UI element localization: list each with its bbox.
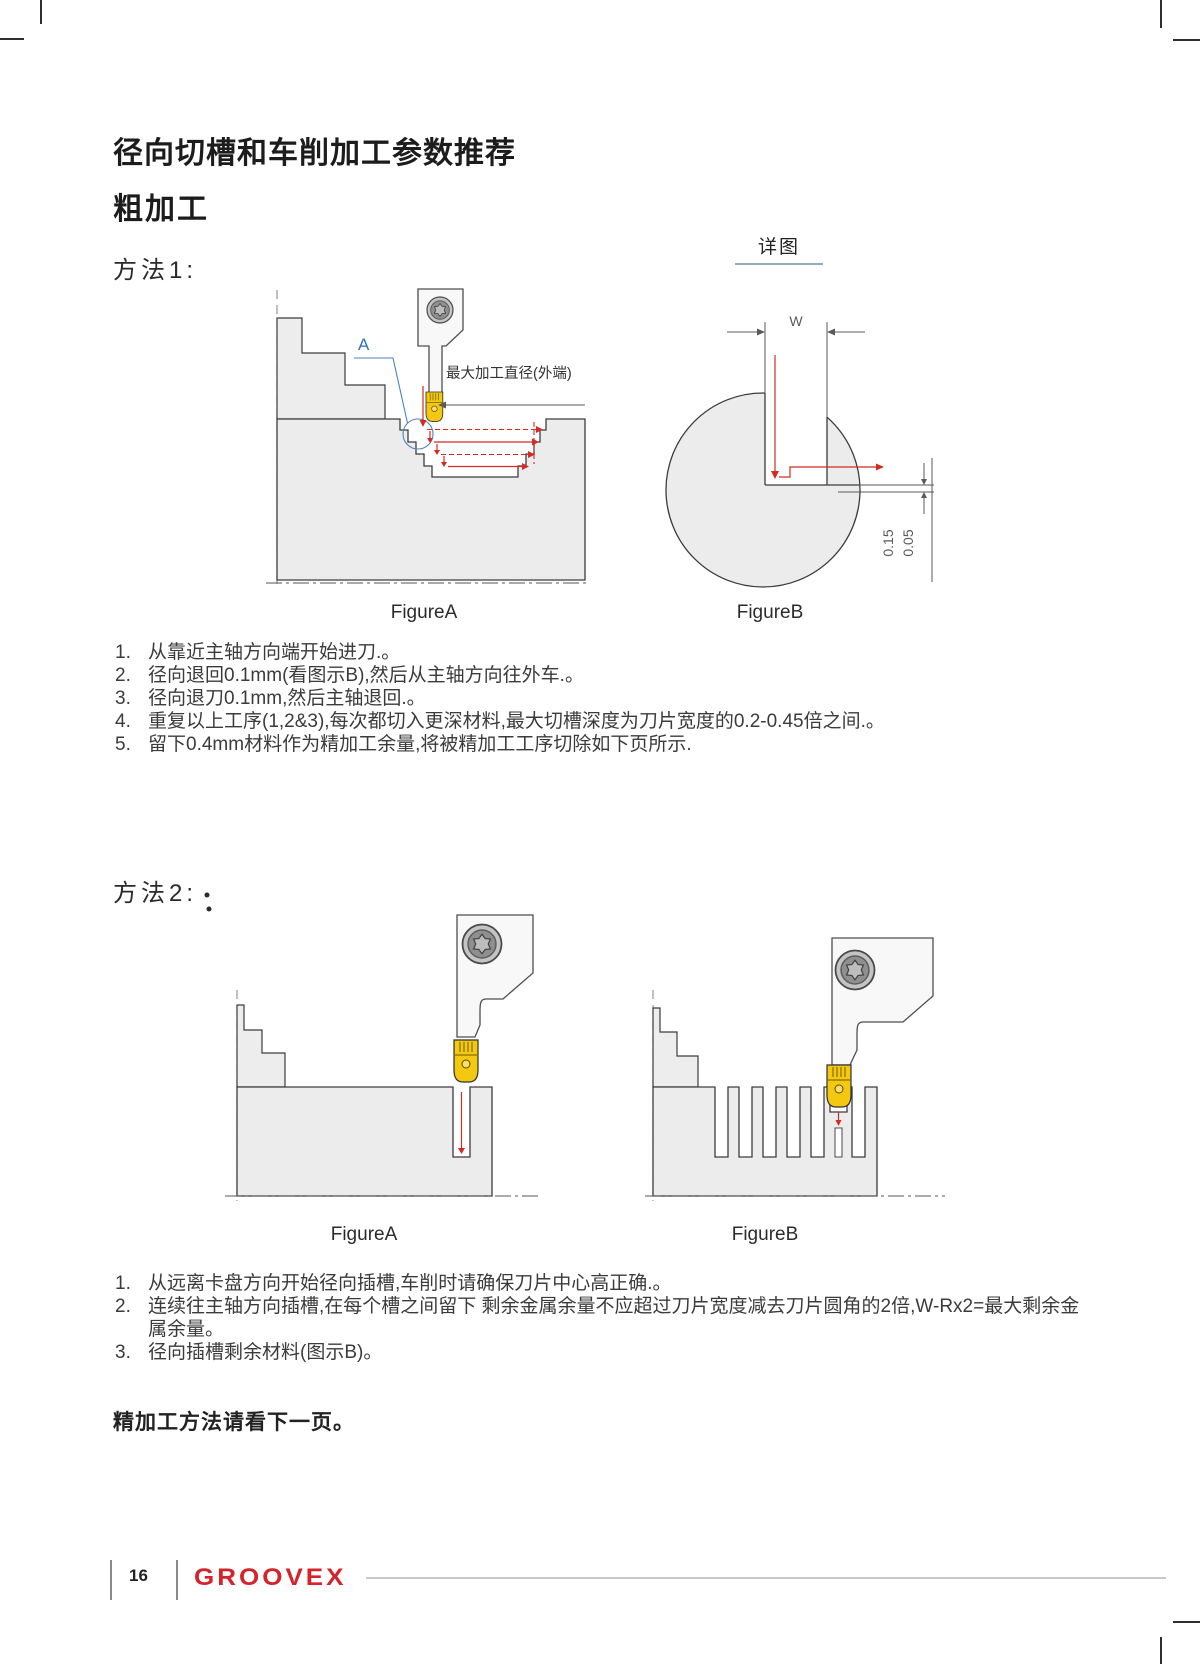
grooving-insert [826,1064,852,1108]
method1-steps-list: 从靠近主轴方向端开始进刀.。 径向退回0.1mm(看图示B),然后从主轴方向往外… [113,641,1103,756]
crop-mark-top-right-h [1173,39,1200,41]
detail-tool-path [771,355,884,479]
page-title: 径向切槽和车削加工参数推荐 [113,137,516,170]
clamp-screw-icon [426,296,454,324]
clamp-screw-icon [834,949,876,991]
crop-mark-top-left-v [40,0,42,24]
crop-mark-top-left-h [0,38,24,40]
list-item: 径向退刀0.1mm,然后主轴退回.。 [115,687,426,710]
method1-figure-a-diagram: A 最大加工直径(外端) [266,288,590,588]
list-item: 径向插槽剩余材料(图示B)。 [115,1341,383,1364]
method1-figure-b-diagram: W 0.15 0.05 [665,313,934,588]
retract-dim-1-label: 0.15 [880,529,896,556]
method2-figure-b-diagram [645,937,945,1201]
list-item: 留下0.4mm材料作为精加工余量,将被精加工工序切除如下页所示. [115,733,692,756]
grooving-insert [453,1039,479,1083]
footer-rule [366,1577,1166,1579]
chuck-step-profile [236,1004,286,1088]
crop-mark-top-right-v [1160,0,1162,28]
method2-figure-a-caption: FigureA [330,1224,398,1245]
chuck-step-profile [276,317,386,420]
retract-dim-2-label: 0.05 [900,529,916,556]
corner-marker-label: A [358,335,370,354]
method1-figure-a-caption: FigureA [390,602,458,623]
corner-highlight-circle [402,418,434,450]
chuck-step-profile [652,1007,699,1088]
workpiece-section-grooved [652,1086,878,1197]
crop-mark-bottom-right-h [1173,1621,1200,1623]
list-item: 径向退回0.1mm(看图示B),然后从主轴方向往外车.。 [115,664,584,687]
method1-heading: 方法1: [113,257,198,284]
grooving-insert [425,391,444,422]
bullet-dot [206,906,212,912]
list-item: 连续往主轴方向插槽,在每个槽之间留下 剩余金属余量不应超过刀片宽度减去刀片圆角的… [115,1295,1080,1340]
list-item: 从远离卡盘方向开始径向插槽,车削时请确保刀片中心高正确.。 [115,1272,672,1295]
finishing-note: 精加工方法请看下一页。 [113,1411,355,1434]
max-diameter-label: 最大加工直径(外端) [446,365,572,382]
groove-notch [765,358,827,485]
brand-logo: GROOVEX [194,1563,347,1591]
crop-mark-bottom-right-v [1160,1637,1162,1664]
footer-divider [176,1560,178,1600]
detail-view-title: 详图 [735,232,823,265]
section-title: 粗加工 [113,193,209,226]
method2-figure-b-caption: FigureB [731,1224,799,1245]
width-dim-label: W [789,313,803,329]
tool-path-arrows [419,386,543,470]
corner-leader-line [354,357,409,424]
list-item: 从靠近主轴方向端开始进刀.。 [115,641,401,664]
method2-steps-list: 从远离卡盘方向开始径向插槽,车削时请确保刀片中心高正确.。 连续往主轴方向插槽,… [113,1272,1098,1364]
max-diameter-arrow [438,401,446,409]
page-number: 16 [129,1566,148,1585]
method2-heading: 方法2: [113,880,198,907]
method2-figure-a-diagram [204,892,540,1201]
bar-cross-section [665,392,861,588]
clamp-screw-icon [461,923,503,965]
footer-divider [110,1560,112,1600]
list-item: 重复以上工序(1,2&3),每次都切入更深材料,最大切槽深度为刀片宽度的0.2-… [115,710,885,733]
remaining-slot-outline [834,1127,843,1158]
bullet-dot [204,892,210,898]
method1-figure-b-caption: FigureB [736,602,804,623]
